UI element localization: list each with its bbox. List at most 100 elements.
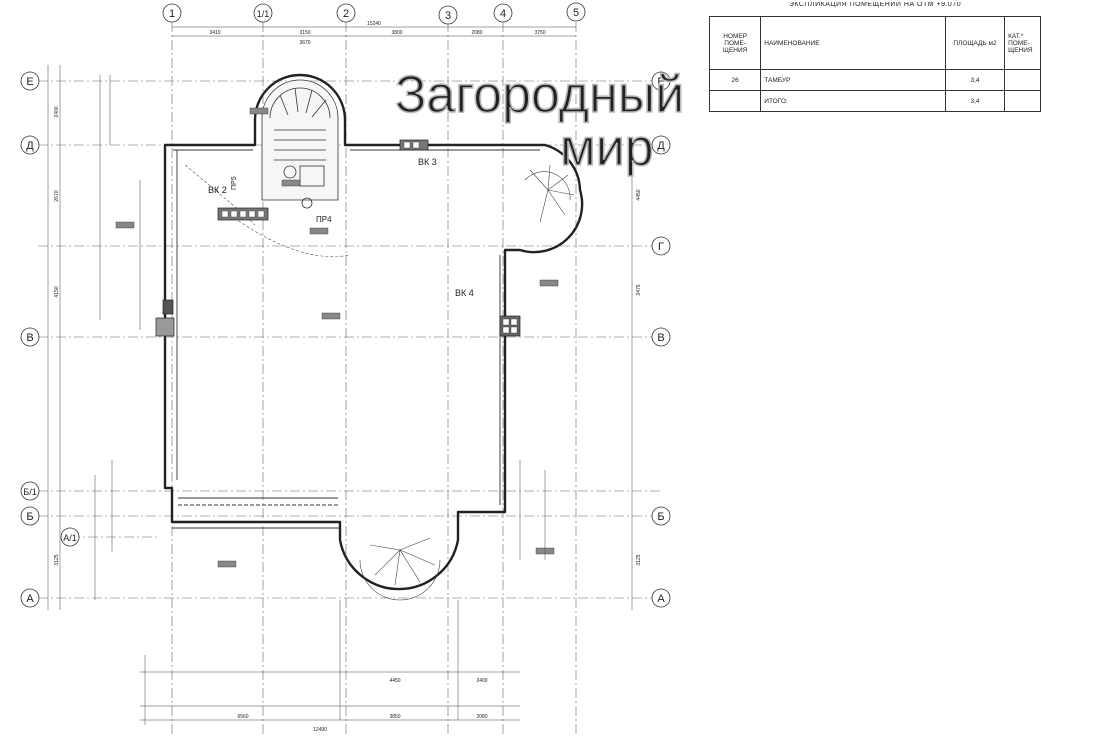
grid-bubble-col-2 <box>336 3 356 23</box>
grid-label-row-A1-left: А/1 <box>63 533 77 543</box>
grid-bubble-row-V-right <box>651 327 671 347</box>
grid-label-row-B-right: Б <box>657 511 664 523</box>
grid-label-row-B-left: Б <box>26 511 33 523</box>
dim-top-seg-4: 2080 <box>471 30 482 36</box>
grid-bubble-col-5 <box>566 2 586 22</box>
grid-bubble-row-E-left <box>20 71 40 91</box>
cell-name: ТАМБУР <box>760 69 946 91</box>
grid-bubble-labels: 1 1/1 2 3 4 5 Е Д В Б/1 Б А/1 А Е Д Г В … <box>23 7 665 605</box>
dim-right-3: 3125 <box>636 554 642 565</box>
circulation-arcs <box>184 164 351 257</box>
cell-area: 3,4 <box>944 69 1006 91</box>
inner-walls <box>172 149 540 529</box>
tag-vk4: ВК 4 <box>455 288 474 298</box>
grid-label-row-D-left: Д <box>26 140 34 152</box>
dim-top-seg-5: 3750 <box>534 30 545 36</box>
explication-table: НОМЕР ПОМЕ-ЩЕНИЯ НАИМЕНОВАНИЕ ПЛОЩАДЬ м2… <box>708 16 1041 112</box>
vent-cells <box>221 141 518 334</box>
tag-stair2: ПР5 <box>231 176 238 190</box>
floor-plan-drawing: 1 1/1 2 3 4 5 Е Д В Б/1 Б А/1 А Е Д Г В … <box>20 2 685 737</box>
grid-bubble-row-B-left <box>20 506 40 526</box>
grid-bubble-row-V-left <box>20 327 40 347</box>
grid-axes <box>38 22 660 737</box>
grid-bubble-row-D-right <box>651 135 671 155</box>
dim-right-1: 4450 <box>636 189 642 200</box>
grid-bubble-col-1 <box>162 3 182 23</box>
dim-top-sub: 3670 <box>299 40 310 46</box>
cell-category <box>1004 90 1041 112</box>
header-number: НОМЕР ПОМЕ-ЩЕНИЯ <box>708 16 762 70</box>
dimension-lines <box>47 26 633 721</box>
grid-label-col-4: 4 <box>500 8 506 20</box>
grid-label-col-1: 1 <box>169 8 175 20</box>
grid-label-row-E-left: Е <box>26 76 33 88</box>
tick-marks <box>94 75 546 725</box>
grid-bubble-row-A-right <box>651 588 671 608</box>
grid-label-col-1-1: 1/1 <box>257 9 270 19</box>
header-category: КАТ.* ПОМЕ-ЩЕНИЯ <box>1004 16 1041 70</box>
stair-tower <box>261 79 339 209</box>
grid-bubbles <box>20 2 671 608</box>
column-block-left <box>162 299 174 315</box>
table-row: 26 ТАМБУР 3,4 <box>708 69 1041 91</box>
dim-left-3: 4150 <box>54 286 60 297</box>
explication-table-block: ЭКСПЛИКАЦИЯ ПОМЕЩЕНИЙ НА ОТМ +9.070 НОМЕ… <box>708 2 1041 112</box>
grid-bubble-row-A1-left <box>60 527 80 547</box>
dimension-texts: 15240 3410 3150 3800 2080 3750 3670 4450… <box>54 21 642 733</box>
dim-left-4: 3125 <box>54 554 60 565</box>
dim-bottom-seg-3: 2080 <box>476 714 487 720</box>
dim-top-seg-3: 3800 <box>391 30 402 36</box>
grid-bubble-row-B-right <box>651 506 671 526</box>
cell-number: 26 <box>708 69 762 91</box>
grid-label-row-D-right: Д <box>657 140 665 152</box>
dim-bottom-overall: 12490 <box>313 727 327 733</box>
explication-title: ЭКСПЛИКАЦИЯ ПОМЕЩЕНИЙ НА ОТМ +9.070 <box>788 2 962 8</box>
tag-vk2: ВК 2 <box>208 185 227 195</box>
grid-label-row-V-right: В <box>657 332 664 344</box>
tag-vk3: ВК 3 <box>418 157 437 167</box>
grid-bubble-col-1-1 <box>253 3 273 23</box>
grid-bubble-row-G-right <box>651 236 671 256</box>
grid-label-col-5: 5 <box>573 7 579 19</box>
cell-name: ИТОГО: <box>760 90 946 112</box>
walls <box>163 73 584 591</box>
watermark-line-2: мир <box>560 119 654 177</box>
table-row: ИТОГО: 3,4 <box>708 90 1041 112</box>
dim-right-2: 3475 <box>636 284 642 295</box>
dim-bottom-seg-2: 3850 <box>389 714 400 720</box>
dim-bottom-seg-1: 6560 <box>237 714 248 720</box>
exterior-wall <box>163 73 584 591</box>
level-marks <box>115 107 559 568</box>
grid-label-row-E-right: Е <box>657 76 664 88</box>
watermark-line-1: Загородный <box>395 66 684 124</box>
cell-category <box>1004 69 1041 91</box>
header-area: ПЛОЩАДЬ м2 <box>944 16 1006 70</box>
dim-top-seg-1: 3410 <box>209 30 220 36</box>
grid-bubble-row-A-left <box>20 588 40 608</box>
dim-bottom-sub-1: 4450 <box>389 678 400 684</box>
watermark: Загородный мир <box>394 65 685 178</box>
cell-number <box>708 90 762 112</box>
tag-stair: ПР4 <box>316 215 332 224</box>
cell-area: 3,4 <box>944 90 1006 112</box>
grid-label-row-A-left: А <box>26 593 34 605</box>
explication-header-row: НОМЕР ПОМЕ-ЩЕНИЯ НАИМЕНОВАНИЕ ПЛОЩАДЬ м2… <box>708 16 1041 70</box>
grid-bubble-col-3 <box>438 5 458 25</box>
grid-label-row-V-left: В <box>26 332 33 344</box>
dim-left-2: 2670 <box>54 190 60 201</box>
grid-bubble-row-E-right <box>651 71 671 91</box>
spiral-stair-right <box>524 164 575 223</box>
dim-top-overall: 15240 <box>367 21 381 27</box>
dim-left-1: 2400 <box>54 106 60 117</box>
dim-bottom-sub-2: 2400 <box>476 678 487 684</box>
grid-label-row-B1-left: Б/1 <box>23 487 36 497</box>
grid-bubble-row-D-left <box>20 135 40 155</box>
header-name: НАИМЕНОВАНИЕ <box>760 16 946 70</box>
dim-top-seg-2: 3150 <box>299 30 310 36</box>
grid-label-row-A-right: А <box>657 593 665 605</box>
grid-label-col-2: 2 <box>343 8 349 20</box>
vent-block-left <box>155 317 175 337</box>
grid-bubble-row-B1-left <box>20 481 40 501</box>
grid-label-col-3: 3 <box>445 10 451 22</box>
equipment-tags: ВК 2 ВК 3 ВК 4 ПР4 ПР5 <box>208 157 474 298</box>
